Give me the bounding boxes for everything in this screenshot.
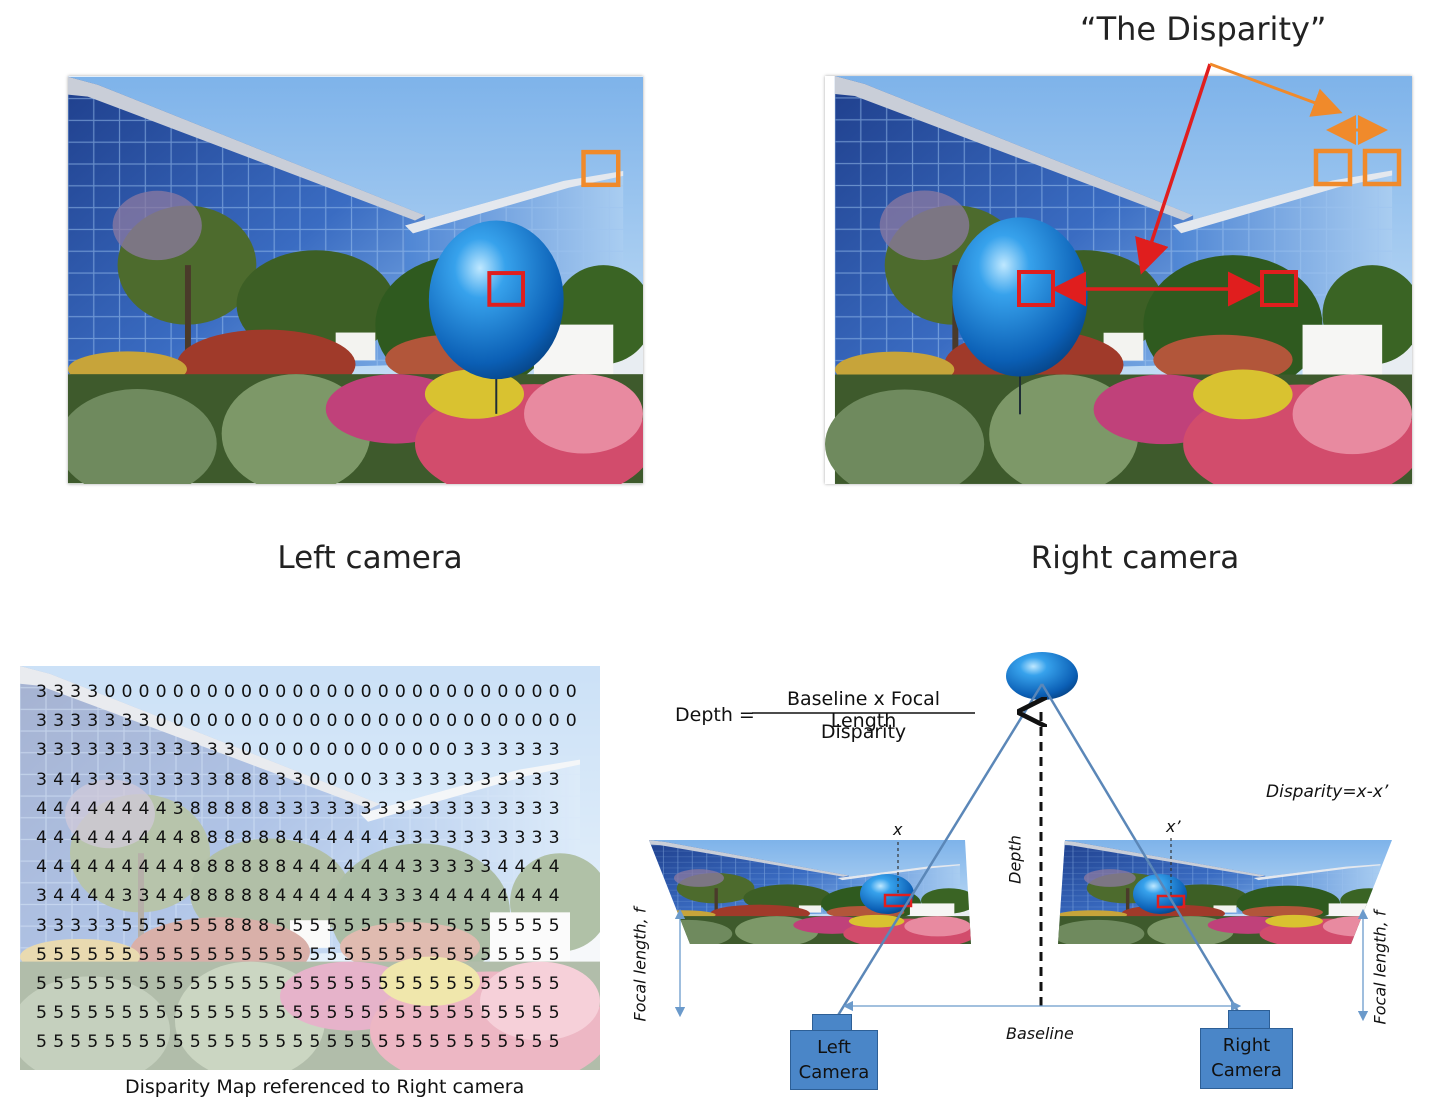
right-camera-body: Right Camera [1200, 1028, 1293, 1089]
left-match-box-orange [581, 149, 621, 188]
right-ray [1040, 683, 1251, 1031]
x-label: x [893, 820, 903, 839]
left-camera-body: Left Camera [790, 1030, 878, 1090]
disparity-map-grid: 3 3 3 3 0 0 0 0 0 0 0 0 0 0 0 0 0 0 0 0 … [36, 678, 577, 1058]
disparity-map-row: 4 4 4 4 4 4 4 4 3 8 8 8 8 8 3 3 3 3 3 3 … [36, 798, 560, 819]
disparity-formula: Disparity=x-x’ [1266, 782, 1389, 802]
equation-lhs: Depth = [675, 704, 755, 726]
disparity-map-row: 4 4 4 4 4 4 4 4 4 8 8 8 8 8 8 4 4 4 4 4 … [36, 828, 560, 849]
disparity-map-row: 3 3 3 3 0 0 0 0 0 0 0 0 0 0 0 0 0 0 0 0 … [36, 682, 578, 702]
right-image-plane [1058, 840, 1392, 944]
disparity-map-row: 3 3 3 3 3 5 5 5 5 5 5 8 8 8 5 5 5 5 5 5 … [36, 915, 560, 936]
callout-line-red [1135, 63, 1212, 275]
left-match-box-red [487, 271, 526, 307]
left-camera-label-2: Camera [798, 1062, 870, 1083]
left-image-plane [649, 840, 971, 944]
right-match-box-orange-ghost [1313, 148, 1353, 187]
right-camera-label-1: Right [1222, 1035, 1271, 1056]
depth-label: Depth [1005, 835, 1025, 884]
equation-denominator: Disparity [820, 721, 907, 743]
right-camera-caption: Right camera [1030, 540, 1240, 576]
equation-numerator: Baseline x Focal Length [786, 688, 941, 732]
disparity-callout: “The Disparity” [1080, 10, 1327, 48]
right-camera-lens [1228, 1010, 1270, 1030]
focal-length-left-label: Focal length, f [630, 907, 650, 1022]
left-camera-caption: Left camera [277, 540, 463, 576]
focal-length-right-label: Focal length, f [1370, 910, 1390, 1025]
disparity-map-row: 3 4 4 3 3 3 3 3 3 3 3 8 8 8 3 3 0 0 0 0 … [36, 769, 560, 790]
right-camera-label-2: Camera [1211, 1060, 1282, 1081]
disparity-map-row: 5 5 5 5 5 5 5 5 5 5 5 5 5 5 5 5 5 5 5 5 … [36, 974, 560, 995]
right-match-box-orange [1362, 148, 1402, 187]
target-balloon [1006, 652, 1078, 700]
disparity-map-row: 3 3 3 3 3 3 3 0 0 0 0 0 0 0 0 0 0 0 0 0 … [36, 711, 578, 732]
left-camera-label-1: Left [817, 1037, 851, 1058]
disparity-map-row: 5 5 5 5 5 5 5 5 5 5 5 5 5 5 5 5 5 5 5 5 … [36, 1032, 560, 1053]
disparity-map-row: 3 4 4 4 4 3 3 4 4 8 8 8 8 8 4 4 4 4 4 4 … [36, 886, 560, 907]
balloon [428, 220, 564, 380]
disparity-map-row: 5 5 5 5 5 5 5 5 5 5 5 5 5 5 5 5 5 5 5 5 … [36, 944, 560, 965]
disparity-map-caption: Disparity Map referenced to Right camera [125, 1076, 525, 1098]
disparity-map-row: 4 4 4 4 4 4 4 4 4 8 8 8 8 8 8 4 4 4 4 4 … [36, 857, 560, 878]
left-ray [827, 683, 1044, 1031]
callout-line-orange [1209, 62, 1343, 117]
disparity-map: 3 3 3 3 0 0 0 0 0 0 0 0 0 0 0 0 0 0 0 0 … [20, 666, 600, 1070]
left-camera-photo [68, 76, 643, 484]
disparity-map-row: 5 5 5 5 5 5 5 5 5 5 5 5 5 5 5 5 5 5 5 5 … [36, 1003, 560, 1024]
disparity-map-row: 3 3 3 3 3 3 3 3 3 3 3 3 0 0 0 0 0 0 0 0 … [36, 740, 560, 761]
x-prime-label: x’ [1166, 817, 1181, 836]
baseline-label: Baseline [1006, 1024, 1074, 1043]
